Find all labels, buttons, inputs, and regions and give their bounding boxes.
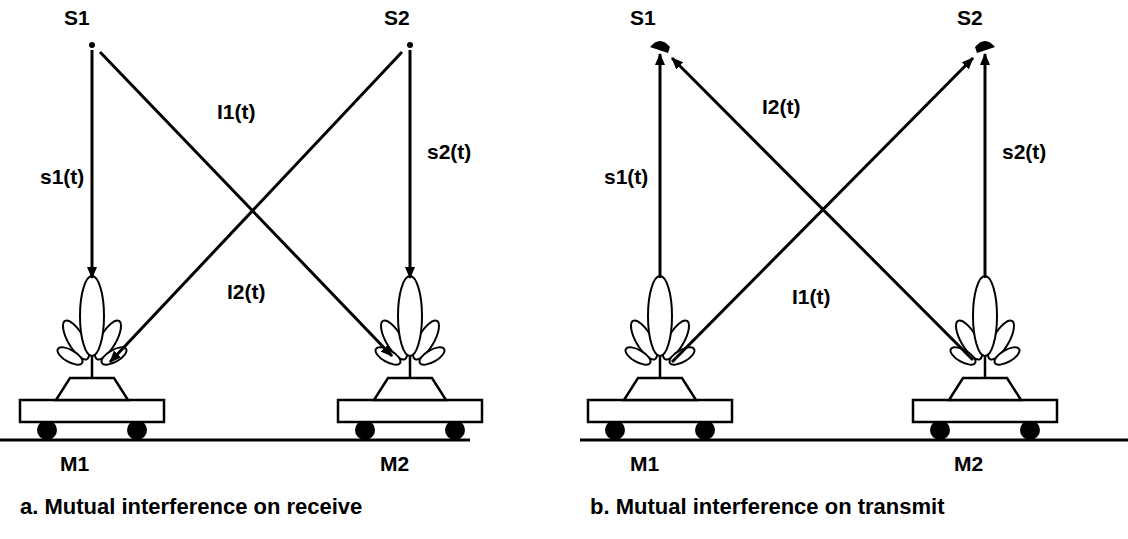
main-lobe (398, 276, 422, 356)
satellite-dish (650, 41, 670, 53)
mobile-name: M1 (58, 452, 91, 476)
main-lobe (648, 276, 672, 356)
interference-arrow (100, 52, 392, 356)
mobile-name: M2 (378, 452, 411, 476)
interference-arrow (110, 52, 402, 362)
ground-line (580, 439, 1128, 442)
car-body (588, 400, 732, 422)
signal-arrow (91, 50, 94, 278)
signal-label: I1(t) (215, 100, 258, 124)
car-cabin (56, 378, 128, 400)
satellite-point (407, 42, 413, 48)
signal-label: I1(t) (790, 285, 833, 309)
car-cabin (949, 378, 1021, 400)
side-lobe (373, 344, 403, 368)
station-name: S2 (955, 6, 985, 30)
side-lobe (667, 344, 697, 368)
station-name: S1 (628, 6, 658, 30)
car-body (338, 400, 482, 422)
caption: b. Mutual interference on transmit (588, 494, 947, 519)
main-lobe (80, 276, 104, 356)
interference-arrow (672, 58, 973, 360)
side-lobe (55, 344, 85, 368)
side-lobe (417, 344, 447, 368)
station-name: S2 (382, 6, 412, 30)
signal-label: s1(t) (38, 165, 86, 189)
station-name: S1 (62, 6, 92, 30)
satellite-point (89, 42, 95, 48)
side-lobe (948, 344, 978, 368)
antenna-mast (984, 355, 987, 378)
car-body (20, 400, 164, 422)
antenna-mast (409, 355, 412, 378)
satellite-dish (975, 41, 995, 53)
mobile-name: M2 (952, 452, 985, 476)
main-lobe (973, 276, 997, 356)
signal-label: s1(t) (602, 165, 650, 189)
mobile-name: M1 (628, 452, 661, 476)
ground-line (0, 439, 470, 442)
antenna-mast (91, 355, 94, 378)
car-body (913, 400, 1057, 422)
interference-arrow (672, 58, 973, 362)
signal-label: s2(t) (425, 140, 473, 164)
signal-arrow (409, 50, 412, 278)
car-cabin (624, 378, 696, 400)
signal-arrow (984, 54, 987, 278)
caption: a. Mutual interference on receive (18, 494, 364, 519)
antenna-mast (659, 355, 662, 378)
side-lobe (623, 344, 653, 368)
signal-label: I2(t) (225, 280, 268, 304)
car-cabin (374, 378, 446, 400)
signal-label: I2(t) (760, 95, 803, 119)
signal-label: s2(t) (1000, 140, 1048, 164)
signal-arrow (659, 54, 662, 278)
side-lobe (992, 344, 1022, 368)
